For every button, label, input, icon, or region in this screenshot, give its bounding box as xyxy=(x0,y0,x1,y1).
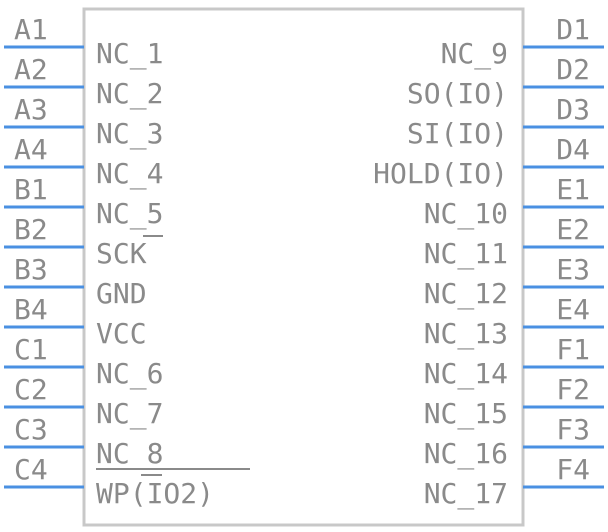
pin-number-d3: D3 xyxy=(556,93,590,126)
pin-signal-a1: NC_1 xyxy=(96,37,163,71)
pin-signal-c2: NC_7 xyxy=(96,397,163,431)
pin-signal-d3: SI(IO) xyxy=(407,117,508,150)
pin-number-c3: C3 xyxy=(14,413,48,446)
pin-number-e2: E2 xyxy=(556,213,590,246)
pin-number-f3: F3 xyxy=(556,413,590,446)
pin-signal-b2: SCK xyxy=(96,237,147,270)
pin-signal-f2: NC_15 xyxy=(424,397,508,431)
pin-number-f4: F4 xyxy=(556,453,590,486)
pin-number-e3: E3 xyxy=(556,253,590,286)
pin-number-a3: A3 xyxy=(14,93,48,126)
pin-signal-e2: NC_11 xyxy=(424,237,508,271)
pin-signal-c4: WP(IO2) xyxy=(96,477,214,510)
pin-signal-e4: NC_13 xyxy=(424,317,508,351)
pin-number-b4: B4 xyxy=(14,293,48,326)
pin-signal-d2: SO(IO) xyxy=(407,77,508,110)
pin-number-d1: D1 xyxy=(556,13,590,46)
pin-number-b2: B2 xyxy=(14,213,48,246)
pin-number-b3: B3 xyxy=(14,253,48,286)
pin-number-e1: E1 xyxy=(556,173,590,206)
pin-signal-e1: NC_10 xyxy=(424,197,508,231)
pin-number-a4: A4 xyxy=(14,133,48,166)
pin-signal-e3: NC_12 xyxy=(424,277,508,311)
pin-signal-f4: NC_17 xyxy=(424,477,508,511)
pin-number-d2: D2 xyxy=(556,53,590,86)
pin-signal-a2: NC_2 xyxy=(96,77,163,111)
pin-signal-d4: HOLD(IO) xyxy=(373,157,508,190)
ic-body-outline xyxy=(82,7,525,527)
pin-number-a2: A2 xyxy=(14,53,48,86)
pin-number-d4: D4 xyxy=(556,133,590,166)
pin-number-c1: C1 xyxy=(14,333,48,366)
pin-number-f1: F1 xyxy=(556,333,590,366)
pin-signal-d1: NC_9 xyxy=(441,37,508,71)
pin-number-f2: F2 xyxy=(556,373,590,406)
pin-signal-a4: NC_4 xyxy=(96,157,163,191)
pin-signal-f1: NC_14 xyxy=(424,357,508,391)
pin-number-c4: C4 xyxy=(14,453,48,486)
pin-signal-c3: NC_8 xyxy=(96,437,163,471)
pin-number-b1: B1 xyxy=(14,173,48,206)
pin-signal-b3: GND xyxy=(96,277,147,310)
pin-signal-b4: VCC xyxy=(96,317,147,350)
pin-number-e4: E4 xyxy=(556,293,590,326)
pin-number-a1: A1 xyxy=(14,13,48,46)
pin-signal-a3: NC_3 xyxy=(96,117,163,151)
pin-signal-b1: NC_5 xyxy=(96,197,163,231)
pin-number-c2: C2 xyxy=(14,373,48,406)
pin-signal-f3: NC_16 xyxy=(424,437,508,471)
pin-signal-c1: NC_6 xyxy=(96,357,163,391)
